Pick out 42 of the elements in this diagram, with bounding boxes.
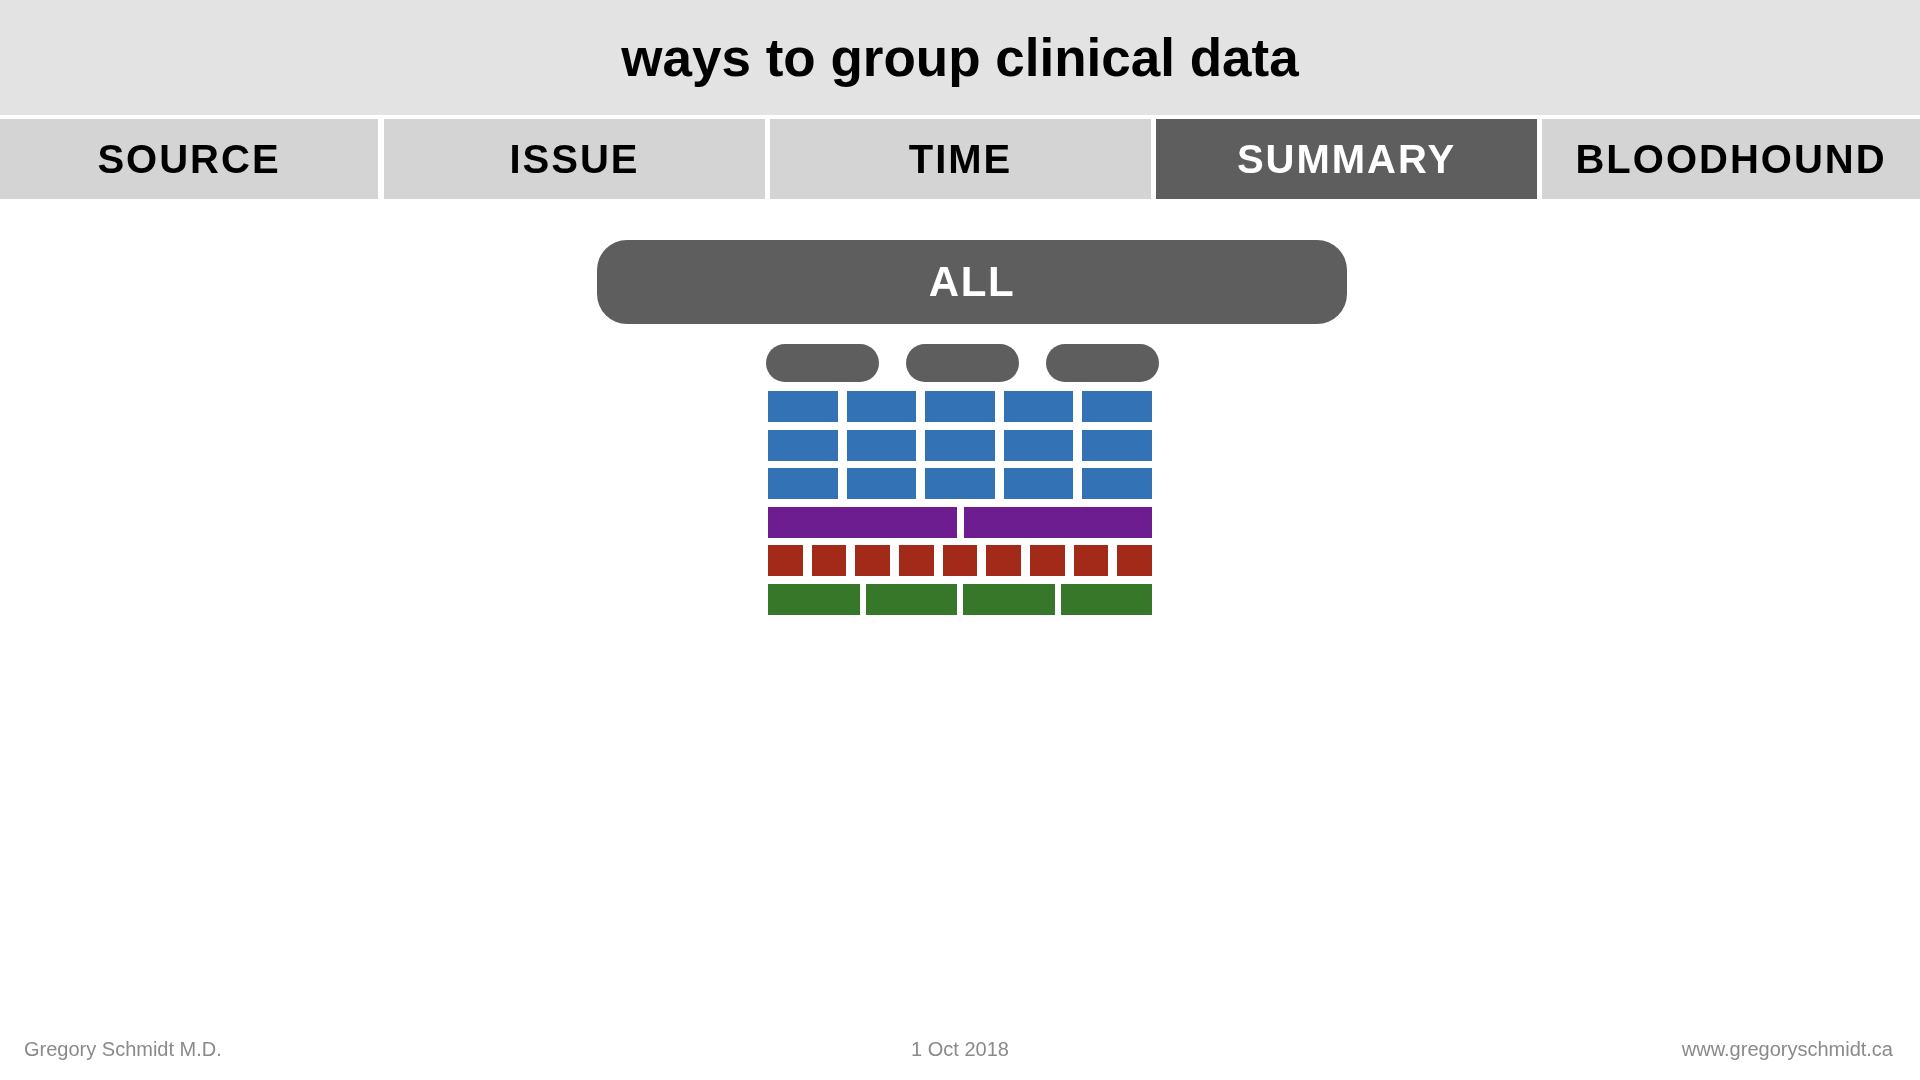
group-pill (766, 344, 879, 382)
data-block (768, 545, 803, 576)
data-block (1082, 429, 1152, 461)
data-block (1003, 391, 1074, 422)
tab: TIME (770, 119, 1151, 199)
data-block (1060, 583, 1152, 615)
data-block (1003, 468, 1074, 499)
data-block (925, 391, 995, 422)
data-block (1003, 429, 1074, 461)
data-block (855, 545, 890, 576)
data-block (1117, 545, 1152, 576)
tab: ISSUE (384, 119, 765, 199)
data-block (846, 429, 917, 461)
data-block (925, 429, 995, 461)
author-name: Gregory Schmidt M.D. (24, 1037, 222, 1061)
data-block (942, 545, 978, 576)
data-block (846, 468, 917, 499)
website-url: www.gregoryschmidt.ca (1681, 1037, 1893, 1061)
data-block (768, 429, 838, 461)
data-block (768, 391, 838, 422)
data-block (865, 583, 957, 615)
data-block (768, 468, 838, 499)
data-block (811, 545, 847, 576)
date-text: 1 Oct 2018 (911, 1037, 1009, 1061)
data-block (768, 506, 957, 538)
data-block (963, 506, 1152, 538)
data-block (768, 583, 860, 615)
data-block (1073, 545, 1109, 576)
group-bar: ALL (597, 240, 1347, 324)
data-block (963, 583, 1055, 615)
group-pill (1046, 344, 1159, 382)
data-block (846, 391, 917, 422)
tab: SOURCE (0, 119, 378, 199)
data-block (1082, 468, 1152, 499)
group-pill (906, 344, 1019, 382)
data-block (899, 545, 934, 576)
data-block (925, 468, 995, 499)
data-block (986, 545, 1021, 576)
tab: BLOODHOUND (1542, 119, 1920, 199)
selected-tab: SUMMARY (1156, 119, 1537, 199)
data-block (1082, 391, 1152, 422)
data-block (1030, 545, 1065, 576)
